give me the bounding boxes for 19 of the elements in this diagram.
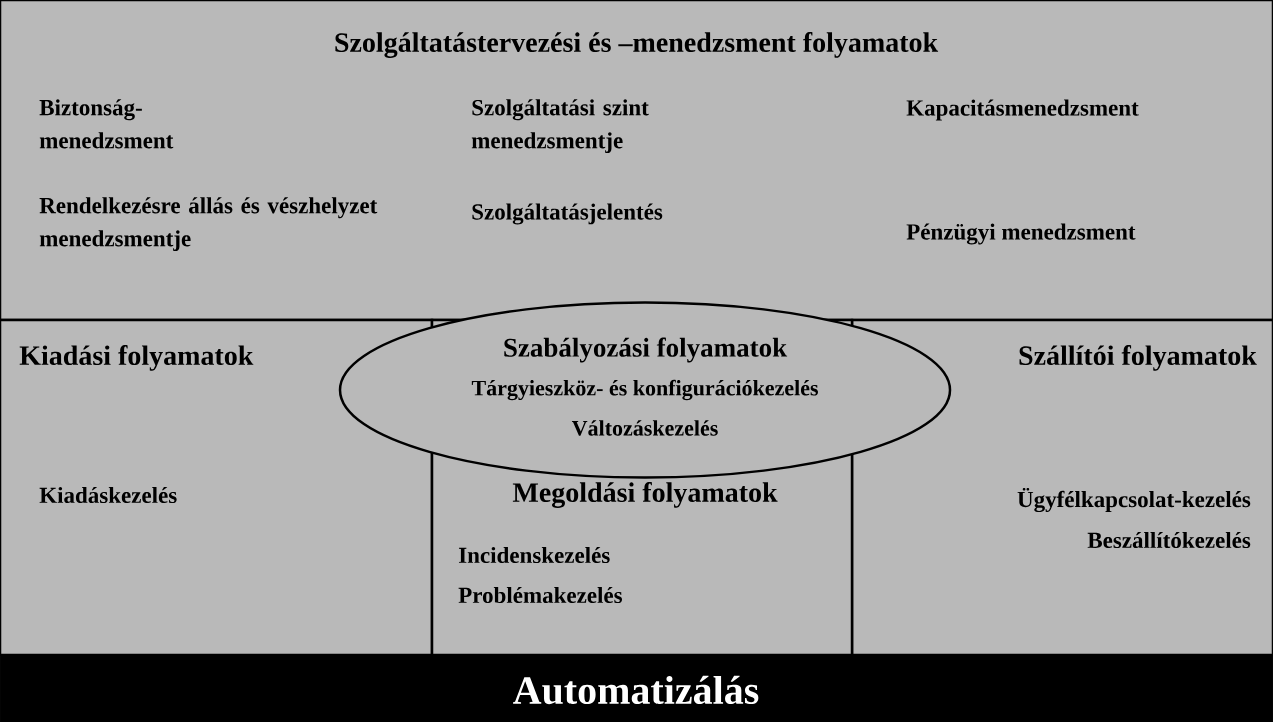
item-label: Rendelkezésre állás és vészhelyzet menedzsmentje — [39, 197, 378, 252]
heading: Szabályozási folyamatok — [504, 337, 788, 363]
heading: Automatizálás — [513, 675, 759, 705]
item-label: Változáskezelés — [571, 420, 718, 436]
item-label: Szolgáltatásjelentés — [472, 203, 663, 225]
item-label: Biztonság- menedzsment — [39, 99, 174, 149]
item-label: Szolgáltatási szint menedzsmentje — [471, 99, 649, 154]
item-label: Pénzügyi menedzsment — [906, 223, 1136, 245]
heading: Megoldási folyamatok — [512, 482, 778, 508]
heading: Szolgáltatástervezési és –menedzsment folyamatok — [335, 32, 939, 58]
item-label: Kiadáskezelés — [39, 486, 177, 504]
item-label: Beszállítókezelés — [1087, 531, 1251, 549]
heading: Szállítói folyamatok — [1019, 345, 1257, 371]
item-label: Kapacitásmenedzsment — [906, 99, 1139, 121]
item-label: Incidenskezelés — [459, 546, 610, 564]
item-label: Ügyfélkapcsolat-kezelés — [1017, 487, 1251, 513]
item-label: Problémakezelés — [458, 586, 623, 604]
heading: Kiadási folyamatok — [19, 345, 254, 371]
item-label: Tárgyieszköz- és konfigurációkezelés — [471, 379, 819, 401]
